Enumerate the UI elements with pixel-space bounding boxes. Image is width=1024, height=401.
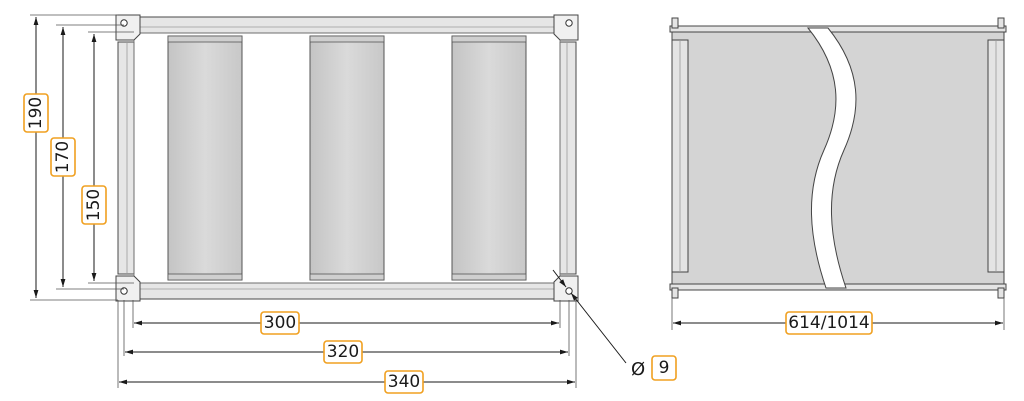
corner-top-left [115,14,141,41]
bolt-icon [565,287,573,295]
dim-label: 300 [264,313,296,333]
dim-label: 190 [26,97,46,129]
dim-length: 614/1014 [673,311,1003,335]
front-view: 190 170 150 300 320 [23,14,677,394]
corner-top-right [553,14,579,41]
panel-right [451,35,527,281]
frame [117,16,577,300]
hole-diameter-callout: Ø 9 [552,269,677,381]
bolt-icon [120,19,128,27]
dim-width-inner: 300 [134,311,559,335]
dim-height-inner: 150 [81,34,107,281]
hole-diameter-value: 9 [659,358,670,378]
side-view: 614/1014 [669,17,1007,335]
dim-label: 170 [53,141,73,173]
diameter-symbol: Ø [631,359,645,380]
dim-width-outer: 340 [119,370,575,394]
corner-bottom-left [115,275,141,302]
break-line [806,27,857,289]
dim-height-outer: 190 [23,17,49,298]
dim-label: 320 [327,342,359,362]
panel-left [167,35,243,281]
panel-middle [309,35,385,281]
dim-width-mid: 320 [125,340,568,364]
bolt-icon [565,19,573,27]
side-length-label: 614/1014 [788,313,869,333]
dim-height-mid: 170 [50,27,76,287]
dim-label: 340 [388,372,420,392]
dim-label: 150 [84,189,104,221]
